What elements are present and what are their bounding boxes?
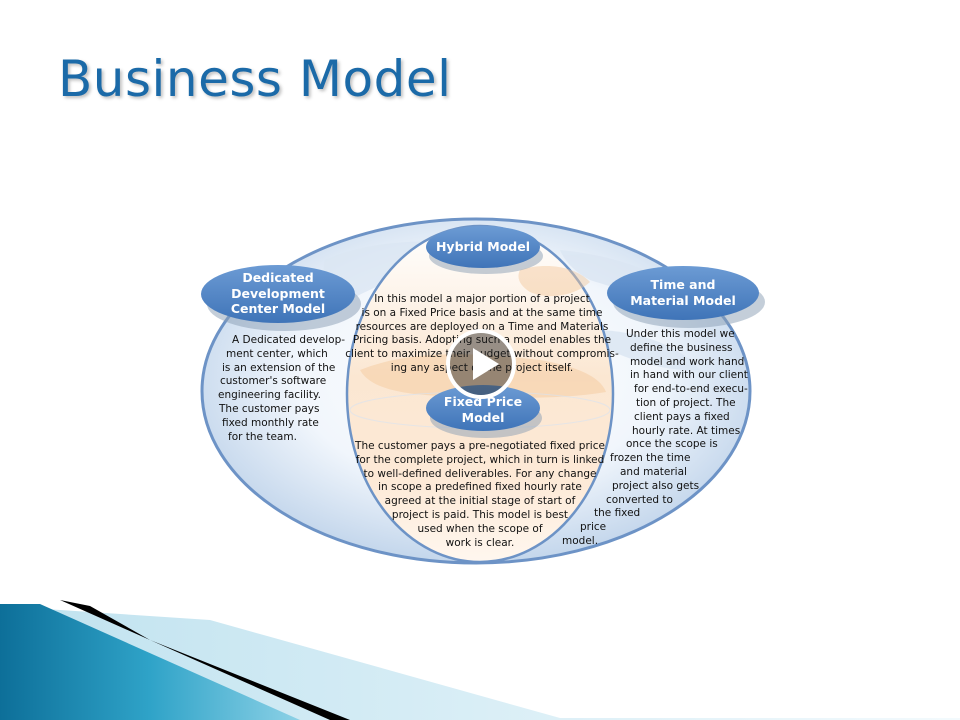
play-icon <box>446 329 516 399</box>
continent-decoration <box>360 266 606 398</box>
play-button[interactable] <box>444 327 518 401</box>
fixed-price-description: The customer pays a pre-negotiated fixed… <box>355 440 605 549</box>
time-material-description: Under this model we define the business … <box>562 328 748 547</box>
label-fixed-price: Fixed Price Model <box>443 394 523 425</box>
pill-dedicated <box>201 265 361 331</box>
pill-fixed-price <box>426 385 542 438</box>
label-time-material: Time and Material Model <box>630 277 736 308</box>
footer-decoration <box>0 600 960 720</box>
label-dedicated: Dedicated Development Center Model <box>230 270 326 316</box>
pill-hybrid <box>426 226 543 274</box>
dedicated-description: A Dedicated develop- ment center, which … <box>218 334 346 443</box>
label-hybrid: Hybrid Model <box>435 239 531 254</box>
pill-time-material <box>607 266 765 328</box>
slide-title: Business Model <box>58 50 452 108</box>
